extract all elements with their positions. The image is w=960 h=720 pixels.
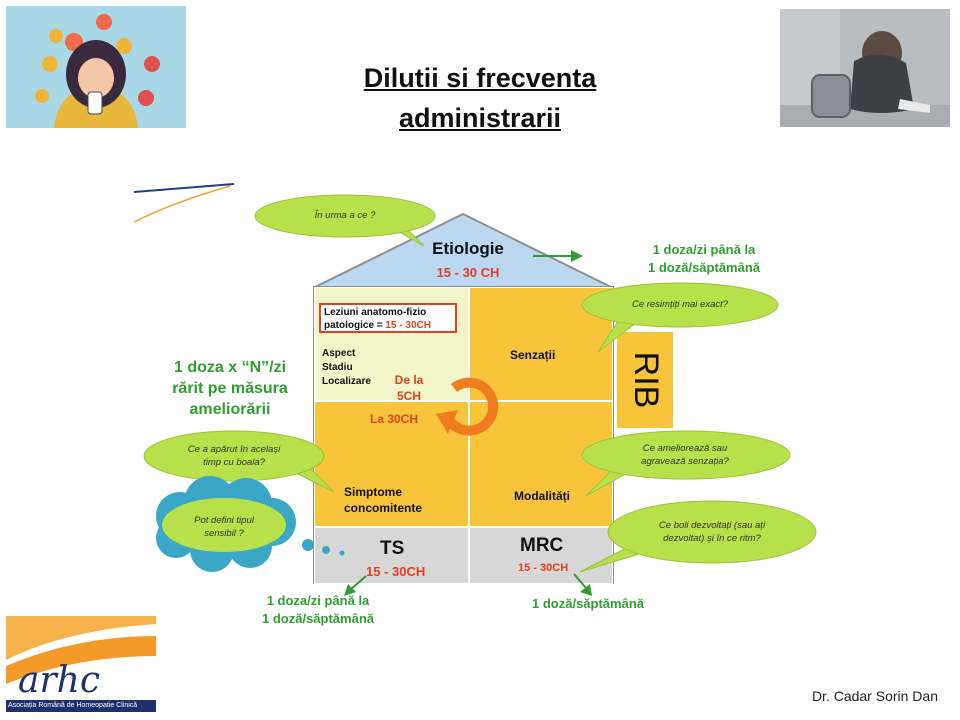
sensation-bubble xyxy=(581,282,779,353)
arrow-down-right-icon xyxy=(573,573,592,596)
sensations-label: Senzații xyxy=(510,348,556,362)
note-line-1: 1 doza/zi până la xyxy=(652,242,756,257)
note-line-2: 1 doză/săptămână xyxy=(262,611,374,626)
arhc-logo: arhc Asociația Română de Homeopatie Clin… xyxy=(6,616,156,712)
symptoms-label: Simptome concomitente xyxy=(344,484,422,516)
note-line-3: ameliorării xyxy=(189,401,271,418)
mrc-question: Ce boli dezvoltați (sau ați dezvoltat) ș… xyxy=(620,519,804,545)
bubble-line-1: Ce boli dezvoltați (sau ați xyxy=(658,520,766,531)
bubble-line-2: dezvoltat) și în ce ritm? xyxy=(663,533,761,544)
bubble-line-2: sensibil ? xyxy=(204,528,244,539)
sensation-question: Ce resimțiți mai exact? xyxy=(631,299,729,310)
to-30ch-label: La 30CH xyxy=(370,412,419,426)
bubble-line-1: Ce a apărut în același xyxy=(187,444,281,455)
aspect-item: Aspect xyxy=(322,348,356,359)
symptoms-bubble xyxy=(143,430,335,493)
note-line-2: rărit pe măsura xyxy=(172,380,288,397)
note-line-1: 1 doza/zi până la xyxy=(266,593,370,608)
lesions-box: Leziuni anatomo-fizio patologice = 15 - … xyxy=(319,303,457,333)
arhc-logo-graphic xyxy=(6,616,156,712)
modalities-bubble xyxy=(581,430,791,497)
etiology-frequency-note: 1 doza/zi până la 1 doză/săptămână xyxy=(626,241,782,277)
social-media-girl-illustration xyxy=(6,6,186,128)
bubble-line-2: agravează senzația? xyxy=(641,456,729,467)
top-right-photo xyxy=(780,9,950,127)
arrow-down-left-icon xyxy=(344,575,367,596)
author-credit: Dr. Cadar Sorin Dan xyxy=(811,688,938,704)
lesion-frequency-note: 1 doza x “N”/zi rărit pe măsura amelioră… xyxy=(150,357,310,420)
etiology-bubble xyxy=(254,194,436,247)
ts-cell xyxy=(314,527,469,584)
symptoms-question: Ce a apărut în același timp cu boala? xyxy=(162,443,306,469)
modalities-question: Ce ameliorează sau agravează senzația? xyxy=(610,442,760,468)
decorative-curves xyxy=(134,183,235,223)
aspect-list: Aspect Stadiu Localizare xyxy=(322,347,371,389)
symptoms-line-2: concomitente xyxy=(344,501,423,515)
ts-dose: 15 - 30CH xyxy=(366,564,426,579)
arhc-logo-text: arhc xyxy=(18,660,101,701)
mrc-label: MRC xyxy=(520,535,564,556)
location-item: Localizare xyxy=(322,376,371,387)
lesions-box-prefix: patologice = xyxy=(324,320,386,331)
note-line-1: 1 doza x “N”/zi xyxy=(173,359,287,376)
refresh-cycle-icon xyxy=(436,377,499,436)
title-line-1: Dilutii si frecventa xyxy=(363,63,597,93)
stage-item: Stadiu xyxy=(322,362,353,373)
from-label-line-2: 5CH xyxy=(396,389,421,403)
arhc-logo-tagline: Asociația Română de Homeopatie Clinică xyxy=(8,702,138,709)
title-line-2: administrarii xyxy=(398,103,562,133)
sensible-question: Pot defini tipul sensibil ? xyxy=(176,514,272,540)
bubble-line-1: Ce ameliorează sau xyxy=(642,443,728,454)
bubble-line-2: timp cu boala? xyxy=(203,457,265,468)
etiology-label: Etiologie xyxy=(432,239,504,258)
symptoms-line-1: Simptome xyxy=(344,485,403,499)
sensible-cloud xyxy=(156,476,345,572)
top-left-illustration xyxy=(6,6,186,128)
lesions-box-line-2: patologice = 15 - 30CH xyxy=(324,319,452,332)
sad-student-photo xyxy=(780,9,950,127)
modalities-label: Modalități xyxy=(514,489,570,503)
from-5ch-label: De la 5CH xyxy=(386,372,432,404)
from-label-line-1: De la xyxy=(394,373,424,387)
bubble-line-1: Pot defini tipul xyxy=(194,515,254,526)
mrc-frequency-note: 1 doză/săptămână xyxy=(532,596,644,611)
mrc-bubble xyxy=(579,500,817,573)
slide-title: Dilutii si frecventa administrarii xyxy=(300,58,660,138)
mrc-cell xyxy=(469,527,613,584)
lesions-box-line-1: Leziuni anatomo-fizio xyxy=(324,307,427,318)
arrow-right-icon xyxy=(533,250,583,262)
ts-frequency-note: 1 doza/zi până la 1 doză/săptămână xyxy=(238,592,398,628)
rib-side-panel xyxy=(617,332,673,428)
mrc-dose: 15 - 30CH xyxy=(518,562,569,574)
etiology-dose: 15 - 30 CH xyxy=(436,265,500,280)
ts-label: TS xyxy=(380,538,405,559)
etiology-question: În urma a ce ? xyxy=(314,210,376,221)
lesions-box-value: 15 - 30CH xyxy=(385,320,431,331)
note-line-2: 1 doză/săptămână xyxy=(648,260,760,275)
